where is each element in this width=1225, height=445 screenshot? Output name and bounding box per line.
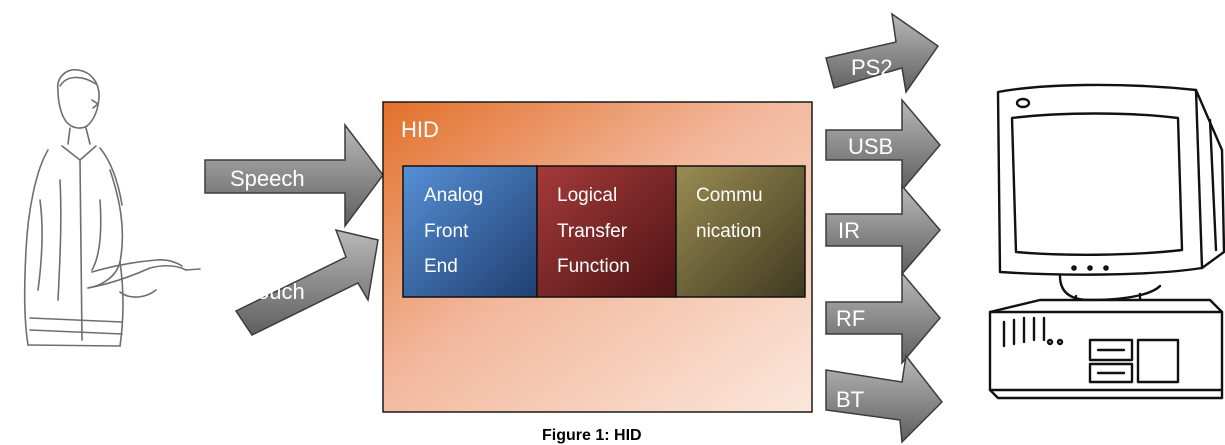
block-line: Function [557,256,630,277]
block-line: Analog [424,185,483,206]
block-line: Front [424,221,469,242]
ps2-label: PS2 [851,55,893,80]
block-line: nication [696,221,762,242]
usb-label: USB [848,134,893,159]
communication-block: Commu nication [675,165,806,298]
block-line: End [424,256,458,277]
figure-caption: Figure 1: HID [542,427,642,444]
rf-output-arrow: RF [825,270,941,366]
ir-output-arrow: IR [825,183,941,277]
hid-title: HID [401,117,439,142]
block-line: Commu [696,185,763,206]
speech-label: Speech [230,166,305,191]
rf-label: RF [836,306,865,331]
bt-output-arrow: BT [825,354,943,444]
touch-label: Touch [246,279,305,304]
block-line: Logical [557,185,617,206]
block-line: Transfer [557,221,628,242]
analog-front-end-block: Analog Front End [402,165,538,298]
logical-transfer-function-block: Logical Transfer Function [536,165,677,298]
desktop-computer-illustration [988,83,1225,400]
usb-output-arrow: USB [825,97,941,193]
speech-input-arrow: Speech [204,122,384,229]
bt-label: BT [836,387,864,412]
ir-label: IR [838,218,860,243]
touch-input-arrow: Touch [234,228,379,336]
ps2-output-arrow: PS2 [825,12,940,94]
person-typing-illustration [23,68,201,347]
